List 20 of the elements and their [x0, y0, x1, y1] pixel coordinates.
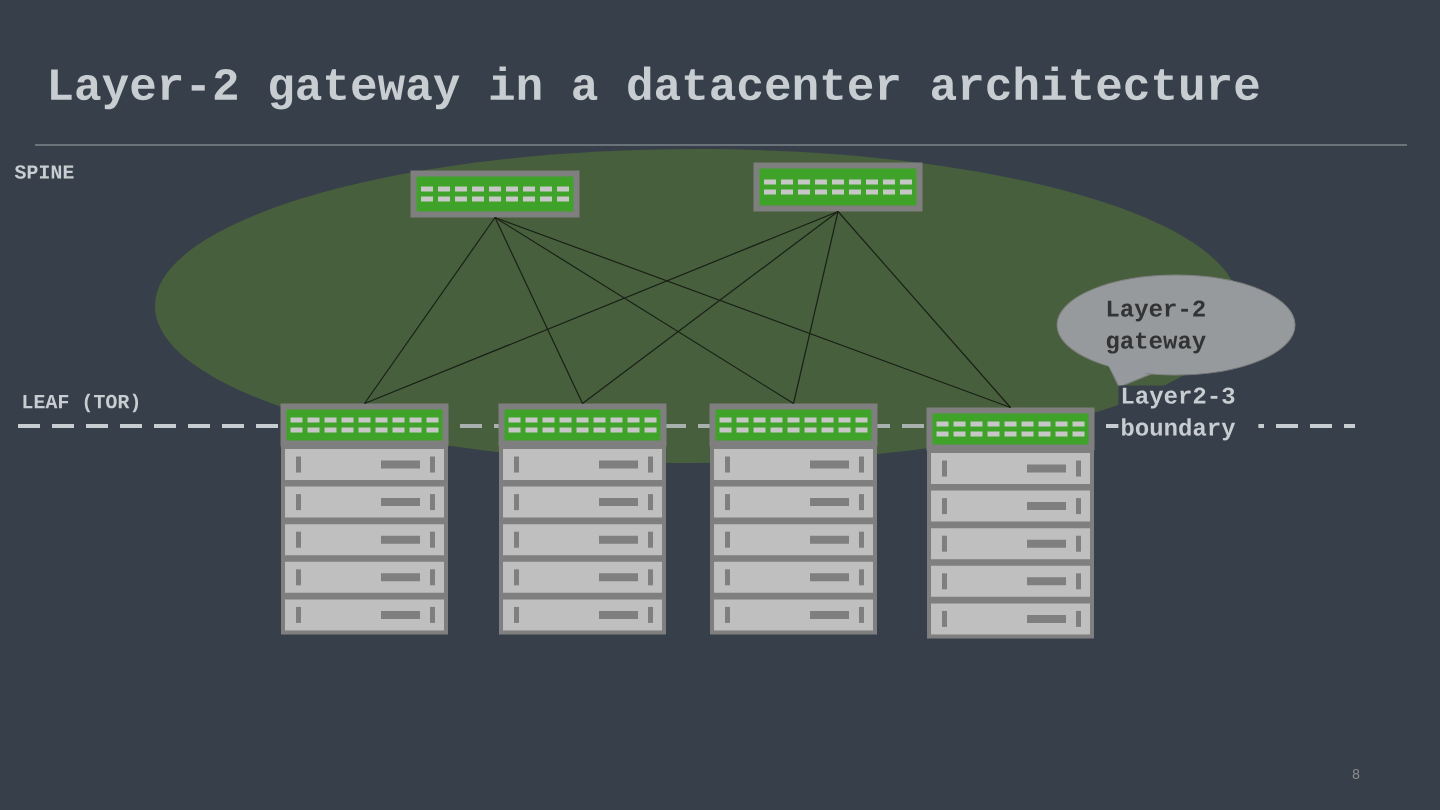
level-label: LEAF (TOR)	[23, 393, 139, 413]
page-number: 8	[1352, 769, 1360, 779]
switch-box	[753, 162, 923, 212]
connector-line	[494, 216, 1012, 409]
switch-box	[280, 403, 449, 447]
connector-line	[363, 210, 839, 405]
connector-line	[792, 210, 839, 405]
boundary-label: Layer2-3 boundary	[1118, 385, 1259, 443]
switch-box	[410, 170, 580, 218]
connector-line	[494, 216, 584, 405]
title: Layer-2 gateway in a datacenter architecture	[51, 66, 1259, 110]
connector-line	[494, 216, 795, 405]
switch-box	[926, 407, 1095, 451]
switch-box	[709, 403, 878, 447]
level-label: SPINE	[14, 165, 74, 179]
connector-line	[363, 216, 496, 405]
connector-line	[837, 210, 1012, 409]
connector-line	[581, 210, 839, 405]
switch-box	[498, 403, 667, 447]
speech-bubble: Layer-2 gateway	[1056, 274, 1296, 388]
